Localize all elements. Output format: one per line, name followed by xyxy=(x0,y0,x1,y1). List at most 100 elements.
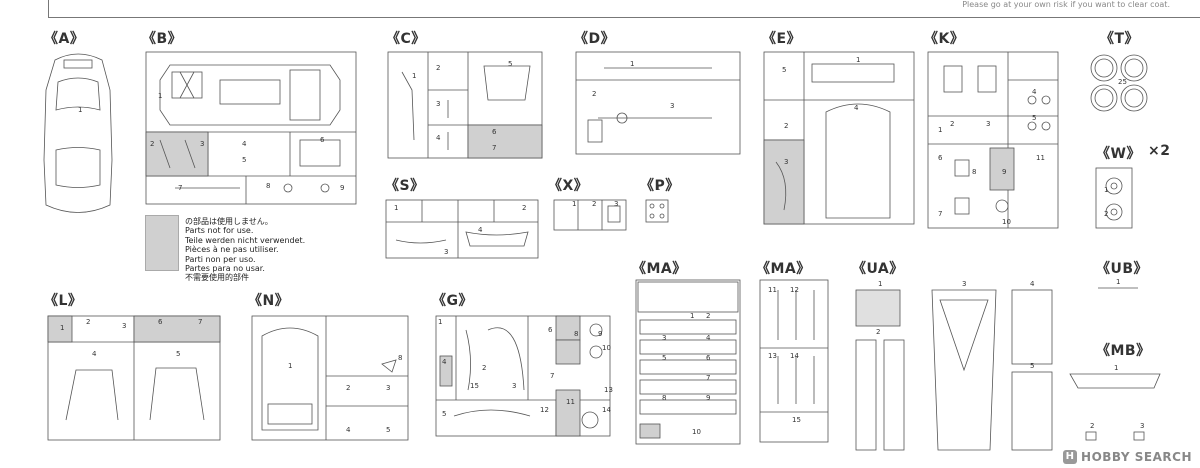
legend-text: の部品は使用しません。 Parts not for use. Teile wer… xyxy=(185,217,305,283)
sprue-label-mb: 《MB》 xyxy=(1096,343,1151,359)
part-number-e-1: 1 xyxy=(856,56,860,64)
sprue-label-t: 《T》 xyxy=(1100,31,1140,47)
part-number-k-4: 4 xyxy=(1032,88,1037,96)
part-number-d-3: 3 xyxy=(670,102,674,110)
part-number-ma1-2: 2 xyxy=(706,312,710,320)
sprue-label-p: 《P》 xyxy=(640,178,680,194)
legend-line-zh: 不需要使用的部件 xyxy=(185,273,249,283)
part-number-e-5: 5 xyxy=(782,66,786,74)
part-number-x-2: 2 xyxy=(592,200,596,208)
part-number-b-8: 8 xyxy=(266,182,270,190)
part-number-l-2: 2 xyxy=(86,318,90,326)
sprue-g-art xyxy=(435,315,611,437)
part-number-e-4: 4 xyxy=(854,104,859,112)
part-number-n-5: 5 xyxy=(386,426,390,434)
part-number-x-1: 1 xyxy=(572,200,576,208)
sprue-label-c: 《C》 xyxy=(386,31,426,47)
sprue-label-ma-2: 《MA》 xyxy=(756,261,811,277)
legend-line-de: Teile werden nicht verwendet. xyxy=(185,235,306,245)
part-number-ma1-9: 9 xyxy=(706,394,710,402)
part-number-s-2: 2 xyxy=(522,204,526,212)
part-number-l-7: 7 xyxy=(198,318,202,326)
sprue-label-g: 《G》 xyxy=(432,293,473,309)
part-number-g-6: 6 xyxy=(548,326,553,334)
part-number-g-9: 9 xyxy=(598,330,602,338)
legend-line-it: Parti non per uso. xyxy=(185,254,256,264)
sprue-label-ua: 《UA》 xyxy=(852,261,904,277)
part-number-ua-4: 4 xyxy=(1030,280,1035,288)
part-number-s-1: 1 xyxy=(394,204,398,212)
sprue-s-art xyxy=(385,199,539,259)
part-number-ua-1: 1 xyxy=(878,280,882,288)
sprue-label-w: 《W》 xyxy=(1096,146,1141,162)
legend-line-fr: Pièces à ne pas utiliser. xyxy=(185,245,279,255)
part-number-mb-1: 1 xyxy=(1114,364,1118,372)
legend-line-en: Parts not for use. xyxy=(185,226,254,236)
part-number-k-7: 7 xyxy=(938,210,942,218)
part-number-ma1-5: 5 xyxy=(662,354,666,362)
part-number-b-5: 5 xyxy=(242,156,246,164)
part-number-g-1: 1 xyxy=(438,318,442,326)
sprue-ma-1-art xyxy=(635,279,741,445)
part-number-d-1: 1 xyxy=(630,60,634,68)
part-number-g-5: 5 xyxy=(442,410,446,418)
part-number-b-3: 3 xyxy=(200,140,204,148)
sprue-label-w-count: ×2 xyxy=(1148,143,1171,159)
part-number-ma2-11: 11 xyxy=(768,286,777,294)
part-number-ma2-13: 13 xyxy=(768,352,777,360)
part-number-ma1-3: 3 xyxy=(662,334,666,342)
part-number-s-3: 3 xyxy=(444,248,448,256)
sprue-w-art xyxy=(1095,167,1133,229)
sprue-label-x: 《X》 xyxy=(548,178,589,194)
header-frame-line xyxy=(48,0,1200,18)
part-number-ua-2: 2 xyxy=(876,328,880,336)
sprue-label-ub: 《UB》 xyxy=(1096,261,1149,277)
sprue-label-ma-1: 《MA》 xyxy=(632,261,687,277)
sprue-label-l: 《L》 xyxy=(44,293,83,309)
sprue-x-art xyxy=(553,199,627,231)
part-number-ma1-6: 6 xyxy=(706,354,711,362)
part-number-ua-3: 3 xyxy=(962,280,966,288)
part-number-t-25: 25 xyxy=(1118,78,1127,86)
header-note: Please go at your own risk if you want t… xyxy=(962,0,1170,9)
part-number-a-1: 1 xyxy=(78,106,82,114)
part-number-g-11: 11 xyxy=(566,398,575,406)
part-number-g-4: 4 xyxy=(442,358,447,366)
sprue-n-art xyxy=(251,315,409,441)
part-number-ma2-12: 12 xyxy=(790,286,799,294)
part-number-ma2-14: 14 xyxy=(790,352,799,360)
part-number-c-1: 1 xyxy=(412,72,416,80)
part-number-k-10: 10 xyxy=(1002,218,1011,226)
part-number-g-2: 2 xyxy=(482,364,486,372)
sprue-c-art xyxy=(387,51,543,159)
sprue-ma-2-art xyxy=(759,279,829,443)
part-number-k-1: 1 xyxy=(938,126,942,134)
part-number-d-2: 2 xyxy=(592,90,596,98)
part-number-l-1: 1 xyxy=(60,324,64,332)
part-number-n-2: 2 xyxy=(346,384,350,392)
part-number-w-1: 1 xyxy=(1104,186,1108,194)
part-number-s-4: 4 xyxy=(478,226,483,234)
part-number-c-4: 4 xyxy=(436,134,441,142)
part-number-n-4: 4 xyxy=(346,426,351,434)
part-number-ma1-4: 4 xyxy=(706,334,711,342)
part-number-c-3: 3 xyxy=(436,100,440,108)
part-number-l-4: 4 xyxy=(92,350,97,358)
sprue-label-k: 《K》 xyxy=(924,31,965,47)
part-number-x-3: 3 xyxy=(614,200,618,208)
part-number-l-3: 3 xyxy=(122,322,126,330)
part-number-ma1-10: 10 xyxy=(692,428,701,436)
part-number-n-1: 1 xyxy=(288,362,292,370)
sprue-label-b: 《B》 xyxy=(142,31,183,47)
part-number-l-5: 5 xyxy=(176,350,180,358)
sprue-l-art xyxy=(47,315,221,441)
part-number-g-13: 13 xyxy=(604,386,613,394)
sprue-e-art xyxy=(763,51,915,225)
part-number-c-7: 7 xyxy=(492,144,496,152)
sprue-label-a: 《A》 xyxy=(44,31,85,47)
part-number-ma2-15: 15 xyxy=(792,416,801,424)
part-number-g-10: 10 xyxy=(602,344,611,352)
part-number-c-2: 2 xyxy=(436,64,440,72)
part-number-mb-2: 2 xyxy=(1090,422,1094,430)
